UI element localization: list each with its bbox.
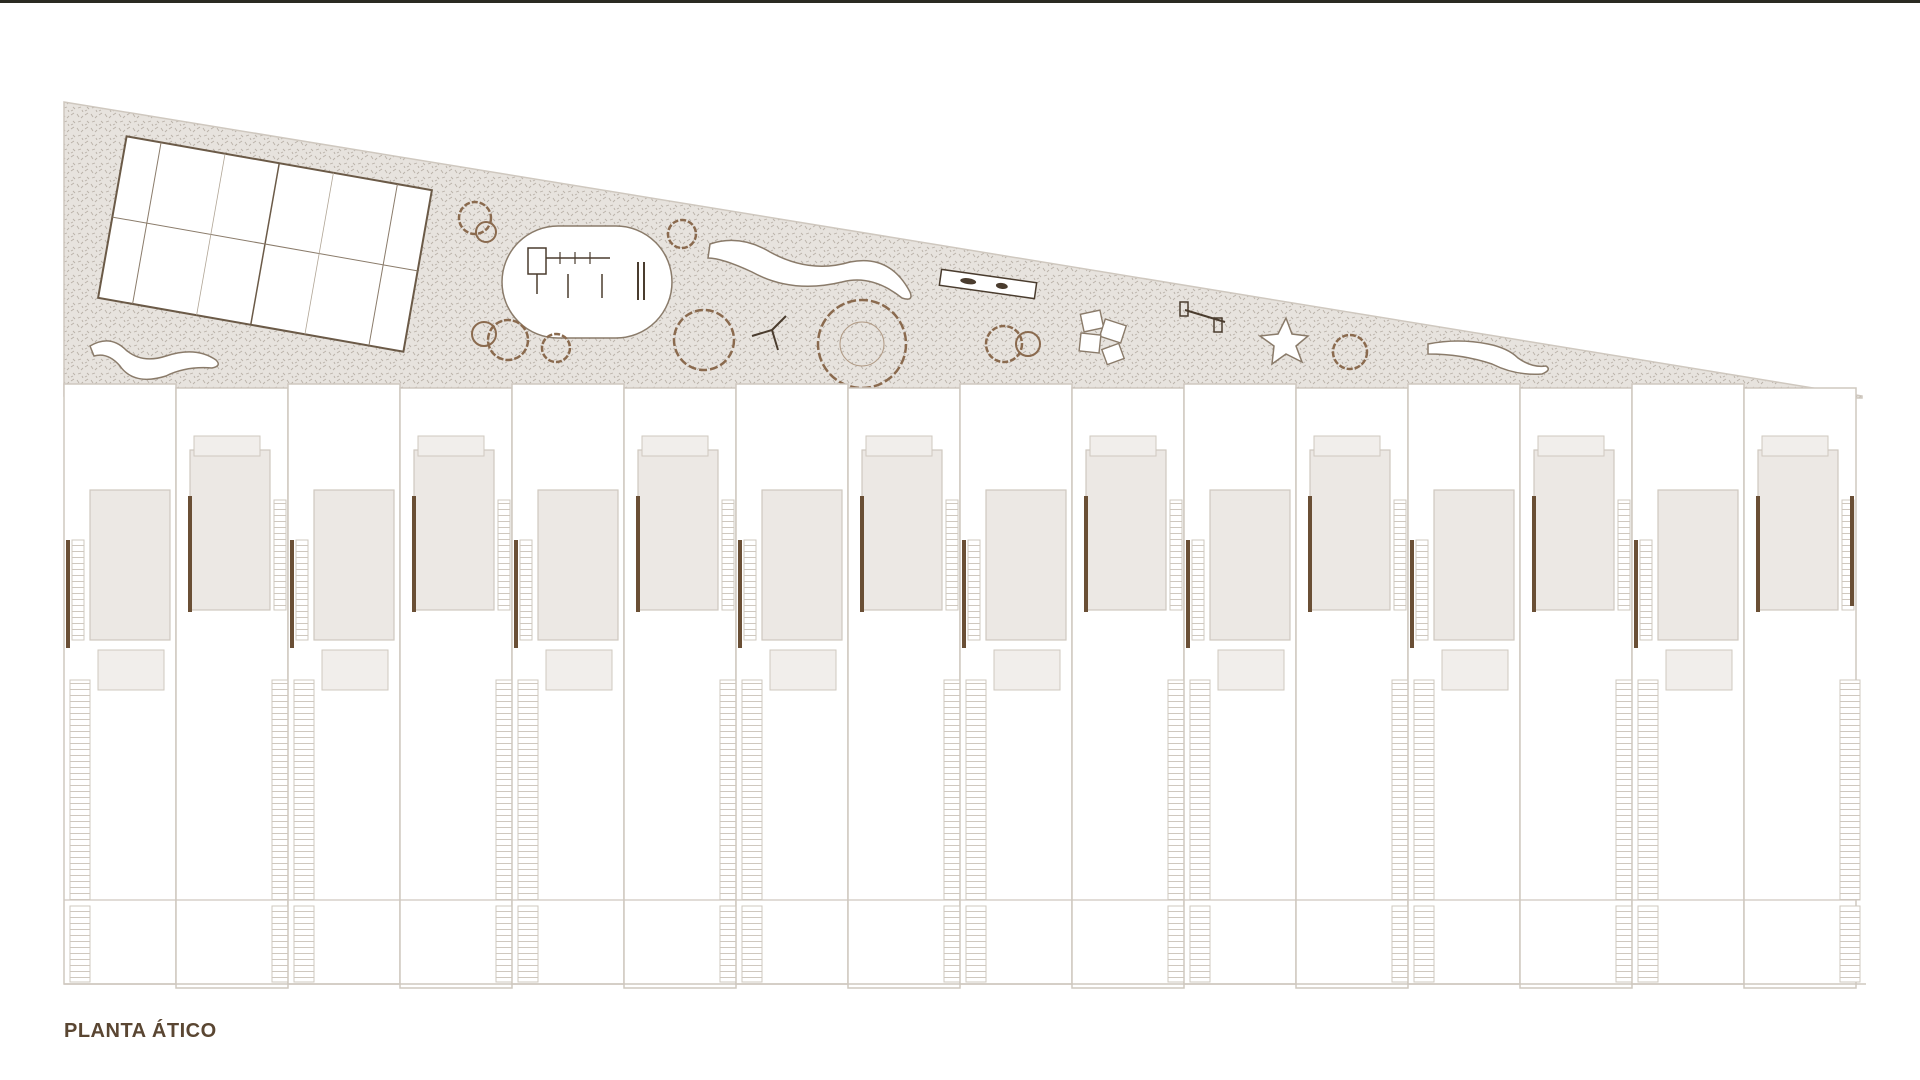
play-bench-icon [1427, 340, 1549, 376]
terrace-block [1537, 435, 1605, 457]
room-block [761, 489, 843, 641]
stair-core [1617, 499, 1631, 611]
room-block [89, 489, 171, 641]
garden-steps [293, 679, 315, 901]
garden-steps [1413, 679, 1435, 901]
room-block [1433, 489, 1515, 641]
terrace-block [1761, 435, 1829, 457]
stair-core [519, 539, 533, 641]
terrace-block [97, 649, 165, 691]
tree-icon [457, 200, 497, 243]
room-block [1657, 489, 1739, 641]
terrace-block [1089, 435, 1157, 457]
stair-core [497, 499, 511, 611]
garden-steps [741, 679, 763, 901]
garden-steps [1637, 679, 1659, 901]
tree-icon [816, 298, 908, 390]
garden-steps [965, 905, 987, 983]
stair-core [1393, 499, 1407, 611]
terrace-block [1665, 649, 1733, 691]
garden-steps [1189, 905, 1211, 983]
stair-core [743, 539, 757, 641]
terrace-block [993, 649, 1061, 691]
stair-core [967, 539, 981, 641]
room-block [1757, 449, 1839, 611]
terrace-block [769, 649, 837, 691]
terrace-block [865, 435, 933, 457]
room-block [313, 489, 395, 641]
stair-core [273, 499, 287, 611]
terrace-block [1217, 649, 1285, 691]
garden-steps [965, 679, 987, 901]
stair-core [1639, 539, 1653, 641]
playground-icon [501, 225, 673, 339]
star-climber-icon [1257, 316, 1310, 366]
room-block [1085, 449, 1167, 611]
terrace-block [417, 435, 485, 457]
play-bench-icon [707, 239, 912, 300]
room-block [413, 449, 495, 611]
garden-steps [1189, 679, 1211, 901]
room-block [1309, 449, 1391, 611]
stair-core [71, 539, 85, 641]
terrace-block [1313, 435, 1381, 457]
tree-icon [984, 324, 1041, 364]
room-block [637, 449, 719, 611]
garden-steps [293, 905, 315, 983]
room-block [1209, 489, 1291, 641]
garden-steps [741, 905, 763, 983]
terrace-block [641, 435, 709, 457]
room-block [861, 449, 943, 611]
terrace-block [193, 435, 261, 457]
room-block [537, 489, 619, 641]
spring-rider-icon [751, 315, 787, 351]
play-blocks-icon [1078, 309, 1128, 366]
tree-icon [1331, 333, 1369, 371]
garden-steps [1839, 905, 1861, 983]
stair-core [1191, 539, 1205, 641]
top-rule [0, 0, 1920, 3]
tree-icon [471, 318, 572, 364]
room-block [189, 449, 271, 611]
garden-steps [1413, 905, 1435, 983]
garden-steps [69, 905, 91, 983]
sports-court-icon [96, 135, 434, 353]
play-bench-icon [89, 340, 219, 381]
stair-core [1415, 539, 1429, 641]
tree-icon [672, 308, 736, 372]
stair-core [721, 499, 735, 611]
garden-area [63, 101, 1863, 399]
terrace-block [321, 649, 389, 691]
plan-caption: PLANTA ÁTICO [64, 1020, 217, 1042]
garden-steps [1637, 905, 1659, 983]
stair-core [295, 539, 309, 641]
garden-steps [517, 905, 539, 983]
room-block [985, 489, 1067, 641]
terrace-block [1441, 649, 1509, 691]
room-block [1533, 449, 1615, 611]
stair-core [945, 499, 959, 611]
stair-core [1169, 499, 1183, 611]
garden-steps [69, 679, 91, 901]
log-tunnel-icon [938, 268, 1038, 300]
garden-steps [517, 679, 539, 901]
terrace-block [545, 649, 613, 691]
garden-steps [1839, 679, 1861, 901]
tree-icon [666, 218, 698, 250]
spring-rider-icon [1179, 301, 1226, 333]
